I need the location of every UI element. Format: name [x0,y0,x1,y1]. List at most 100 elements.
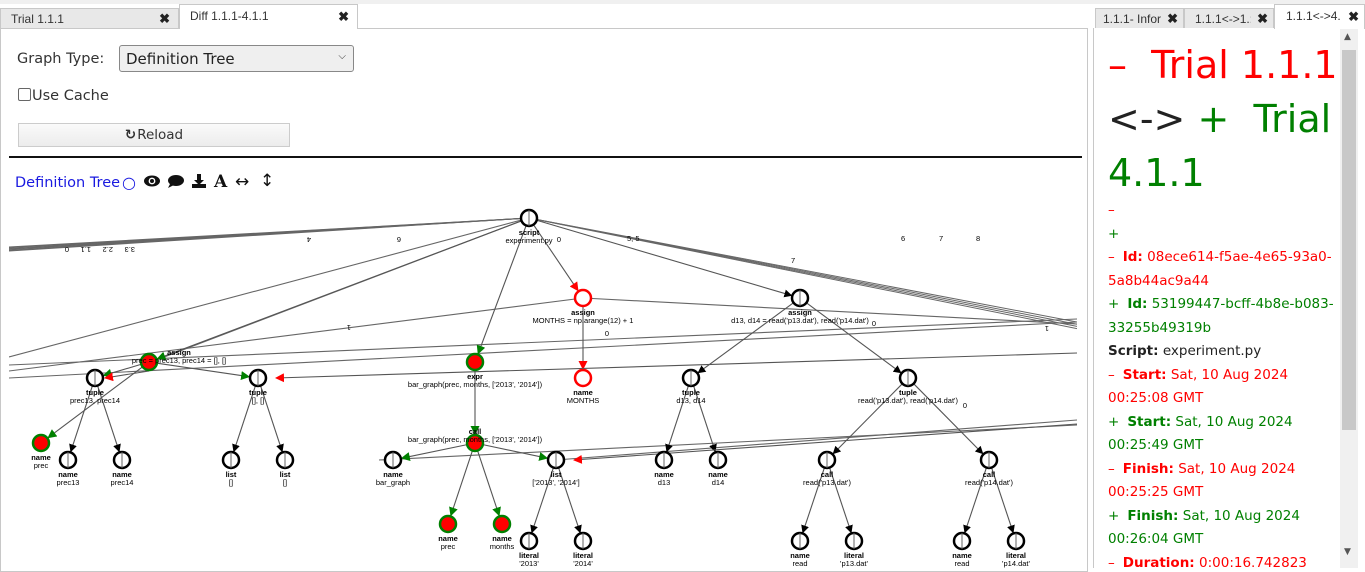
tree-node-literal[interactable]: literal'2013' [519,531,539,568]
node-type: name [31,453,51,462]
checkbox-box[interactable] [18,88,31,101]
node-label: read('p13.dat') [803,478,851,487]
reload-button[interactable]: ↻Reload [18,123,290,147]
comment-icon[interactable] [167,174,185,193]
node-type: tuple [899,388,917,397]
node-circle[interactable] [492,514,512,534]
node-circle[interactable] [465,433,485,453]
close-icon[interactable]: ✖ [338,9,349,24]
edge-label: 6 [397,235,401,244]
download-icon[interactable] [191,174,207,193]
scrollbar-thumb[interactable] [1342,50,1356,430]
node-circle[interactable] [465,352,485,372]
graph-type-select[interactable]: Definition Tree ⌵ [119,45,354,72]
tab-trial-1-1-1[interactable]: Trial 1.1.1 ✖ [0,8,179,28]
node-circle[interactable] [31,433,51,453]
horizontal-arrows-icon[interactable]: ↔ [235,172,250,192]
graph-type-label: Graph Type: [17,51,105,67]
tree-edge [476,225,527,355]
node-label: d14 [712,478,725,487]
edge-label: 0 [872,319,876,328]
node-circle[interactable] [139,352,159,372]
node-type: call [469,427,482,436]
tab-diff-1-1-1-1[interactable]: 1.1.1<->1.: ✖ [1184,8,1274,28]
close-icon[interactable]: ✖ [1167,11,1178,26]
cross-edge [555,419,1077,461]
use-cache-checkbox[interactable]: Use Cache [18,88,109,104]
tree-node-literal[interactable]: literal'2014' [573,531,593,568]
node-circle[interactable] [438,514,458,534]
eye-icon[interactable] [143,174,161,192]
tree-node-literal[interactable]: literal'p13.dat' [840,531,869,568]
info-key: Finish: [1122,460,1174,477]
node-label: 'p13.dat' [840,559,868,568]
tree-edge [47,366,143,439]
info-value: Sat, 10 Aug 2024 00:25:08 GMT [1108,366,1289,407]
chevron-down-icon: ⌵ [338,51,346,62]
node-type: name [573,388,593,397]
vertical-scrollbar[interactable]: ▲ ▼ [1340,28,1358,568]
removed-edge [275,352,1077,383]
node-label: '2014' [573,559,593,568]
right-trial-title: Trial [1253,97,1332,141]
tree-node-tuple[interactable]: tuple[], [] [248,368,268,405]
node-circle[interactable] [573,288,593,308]
close-icon[interactable]: ✖ [159,11,170,26]
tree-node-list[interactable]: list[] [275,450,295,487]
circle-icon[interactable]: ○ [122,173,136,192]
node-circle[interactable] [573,368,593,388]
font-icon[interactable]: A [214,172,228,192]
tab-diff-1-1-1-4[interactable]: 1.1.1<->4. ✖ [1274,4,1365,29]
node-type: name [790,551,810,560]
info-key: Script: [1108,343,1159,359]
vertical-arrows-icon[interactable]: ↕ [260,171,275,191]
diff-sign: + [1108,507,1120,524]
tree-node-list[interactable]: list['2013', '2014'] [532,450,580,487]
removed-sign: – [1108,43,1127,87]
info-key: Id: [1127,296,1148,312]
edge-label: 3.3 [125,245,135,254]
cross-edge [9,297,584,372]
info-row-removed: –Finish: Sat, 10 Aug 2024 00:25:25 GMT [1108,458,1338,505]
scroll-up-icon[interactable]: ▲ [1344,32,1351,42]
blank-added-row: + [1108,226,1120,242]
tab-info[interactable]: 1.1.1- Infor ✖ [1095,8,1184,28]
graph-type-value: Definition Tree [126,50,235,68]
tree-edge [533,224,579,292]
close-icon[interactable]: ✖ [1348,9,1359,24]
tab-diff-1-1-1-4-1-1[interactable]: Diff 1.1.1-4.1.1 ✖ [179,4,358,29]
close-icon[interactable]: ✖ [1257,11,1268,26]
graph-title: Definition Tree [15,175,121,191]
scroll-down-icon[interactable]: ▼ [1344,547,1351,557]
edge-label: 1 [347,323,351,332]
cross-edge [9,217,530,252]
info-panel: 1.1.1- Infor ✖ 1.1.1<->1.: ✖ 1.1.1<->4. … [1093,4,1365,568]
tree-node-list[interactable]: list[] [221,450,241,487]
tree-node-literal[interactable]: literal'p14.dat' [1002,531,1031,568]
diff-content: Graph Type: Definition Tree ⌵ Use Cache … [0,28,1088,572]
